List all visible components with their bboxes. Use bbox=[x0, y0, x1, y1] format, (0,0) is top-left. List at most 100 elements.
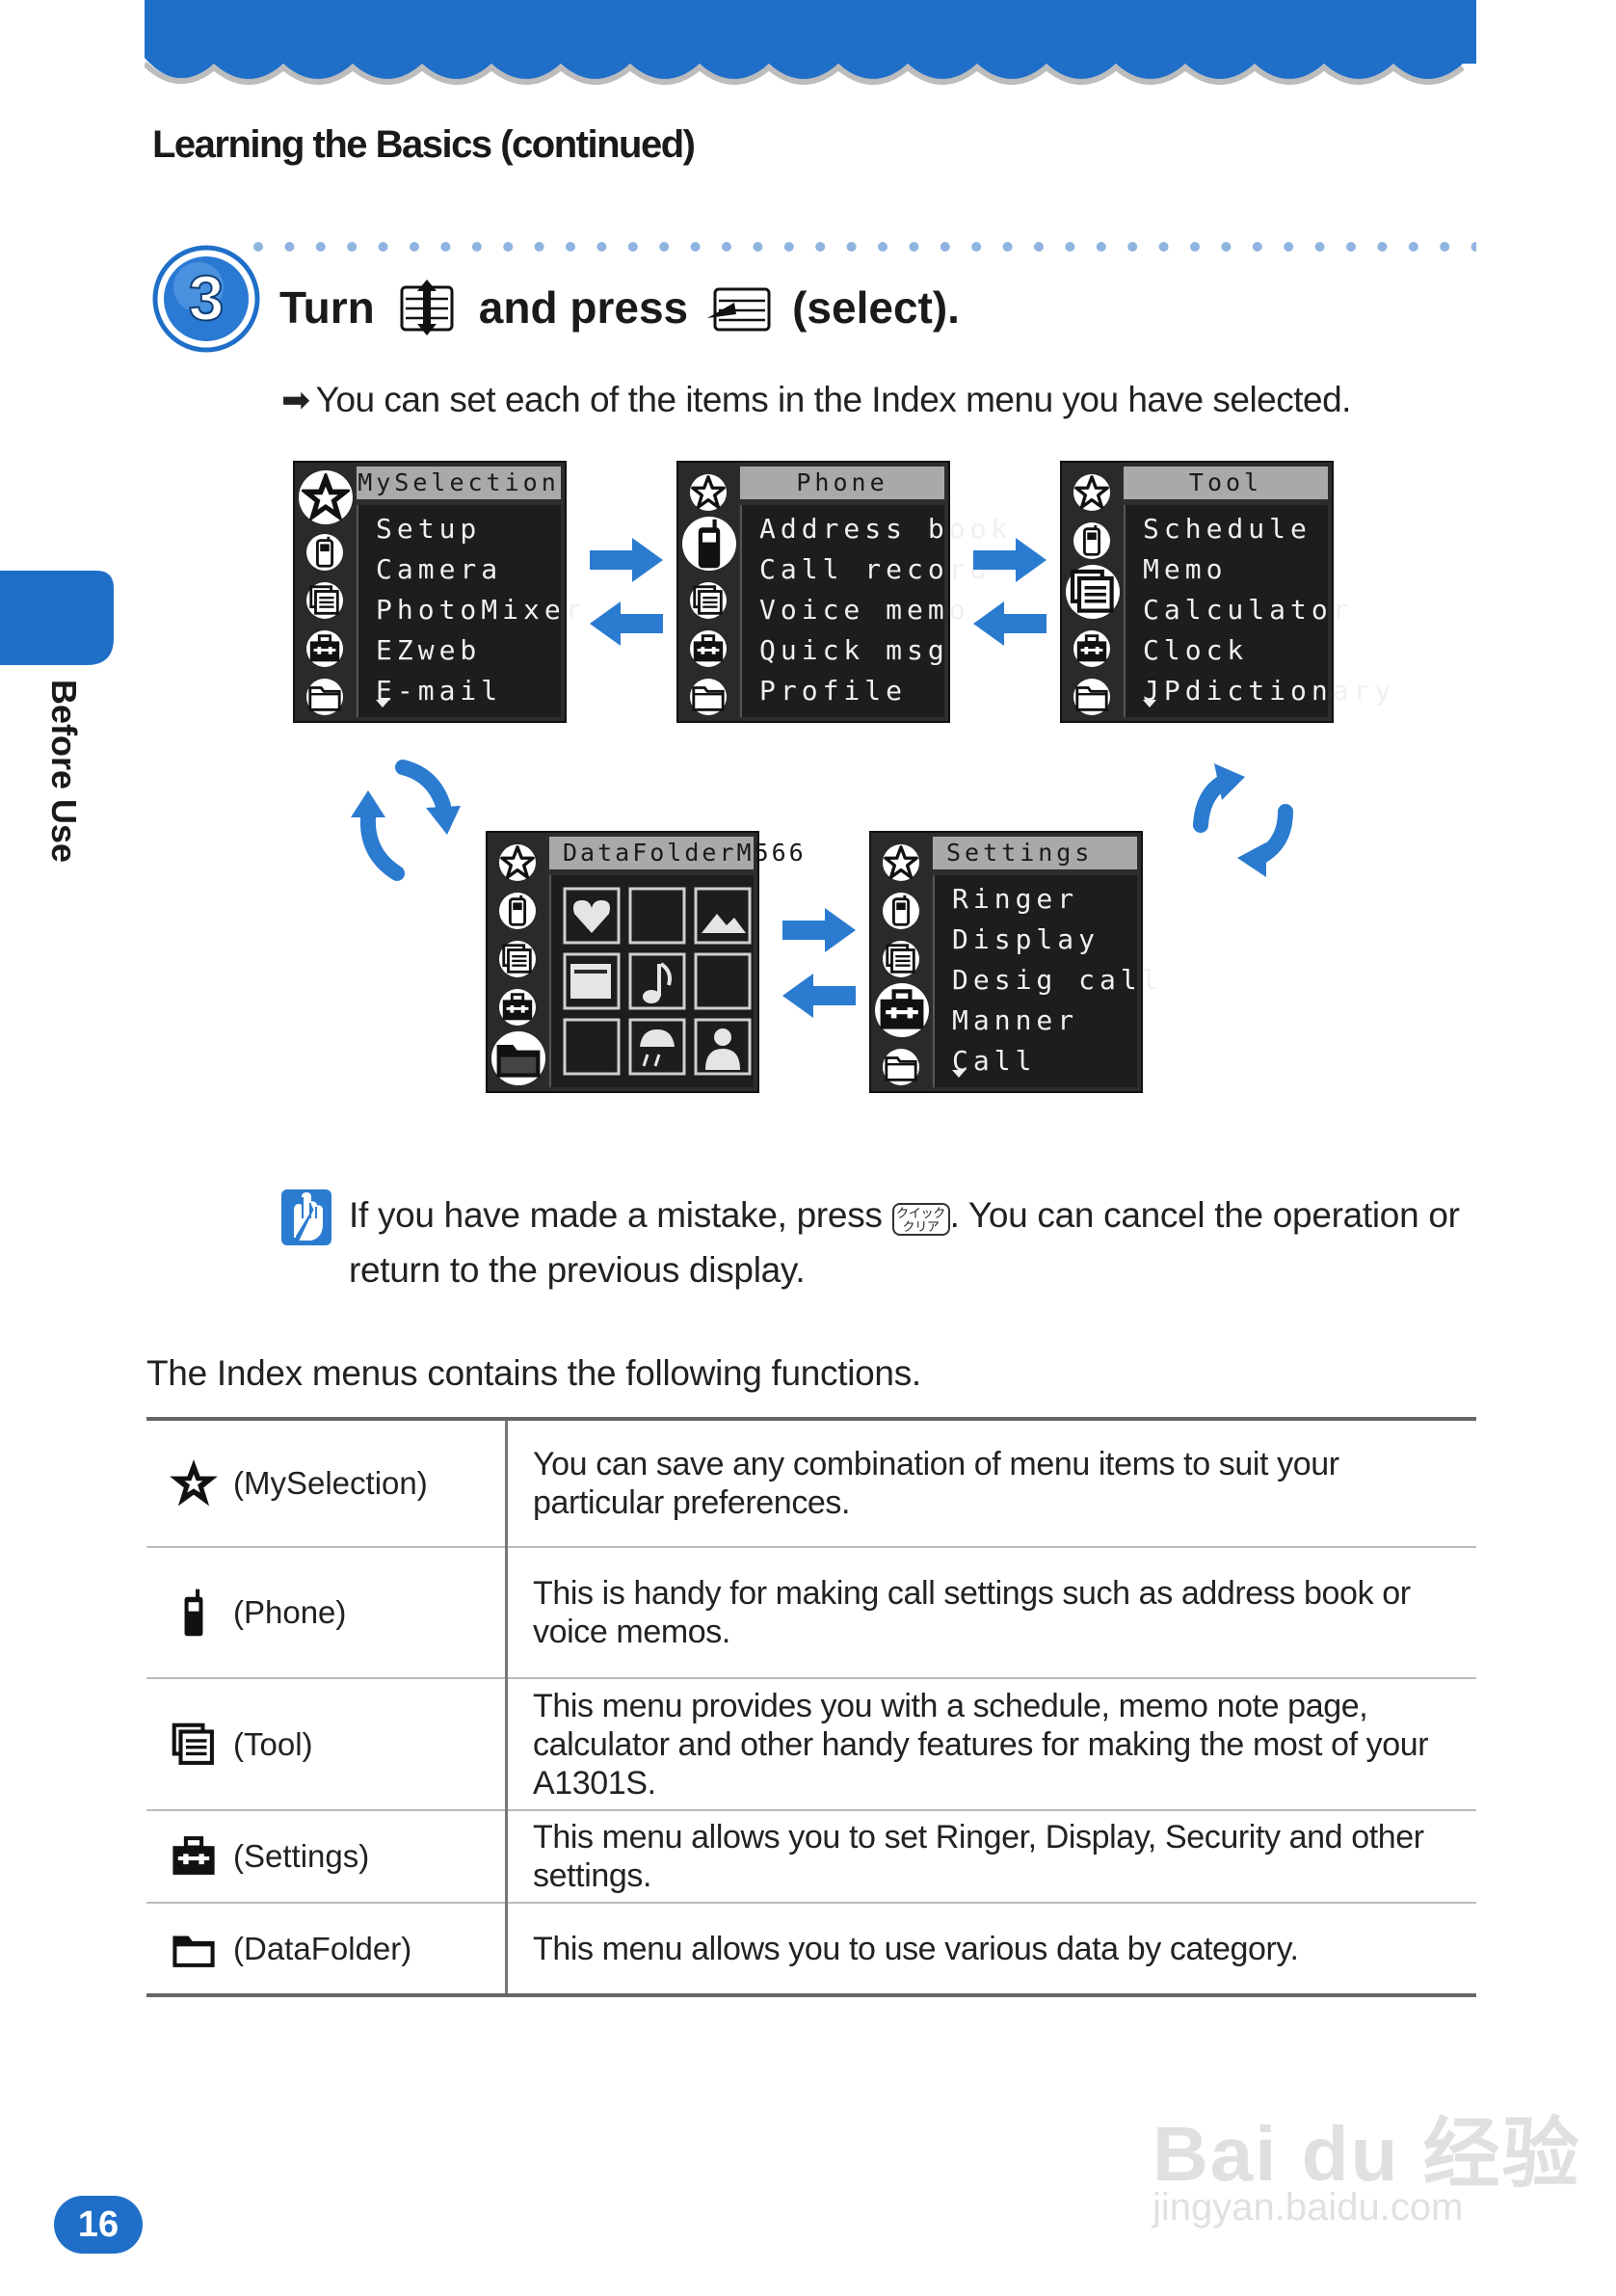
divider-dot bbox=[1221, 242, 1232, 252]
divider-dot bbox=[971, 242, 982, 252]
table-row: (Tool) This menu provides you with a sch… bbox=[146, 1678, 1476, 1811]
person-icon bbox=[705, 1028, 740, 1070]
divider-dot bbox=[566, 242, 575, 252]
menu-item[interactable]: Voice memo bbox=[759, 594, 970, 626]
tool-icon bbox=[168, 1719, 220, 1771]
divider-dot bbox=[284, 242, 295, 252]
hint-text: You can set each of the items in the Ind… bbox=[315, 380, 1352, 419]
menu-item[interactable]: EZweb bbox=[376, 634, 482, 666]
divider-dot bbox=[596, 242, 607, 252]
section-title: Learning the Basics (continued) bbox=[152, 123, 696, 166]
screen-settings: Settings Ringer Display Desig call Manne… bbox=[869, 831, 1158, 1093]
phone-icon bbox=[306, 534, 343, 571]
menu-item[interactable]: Desig call bbox=[952, 964, 1163, 996]
star-icon bbox=[883, 844, 919, 881]
table-cell-menu: (Phone) bbox=[146, 1547, 508, 1679]
divider-dot bbox=[440, 242, 451, 252]
menu-item[interactable]: Camera bbox=[376, 553, 503, 585]
table-cell-menu: (DataFolder) bbox=[146, 1903, 508, 1997]
curved-cycle-arrows-right-icon bbox=[1193, 763, 1293, 877]
divider-dot bbox=[253, 242, 263, 252]
divider-dot bbox=[1065, 242, 1075, 252]
divider-dot bbox=[471, 242, 482, 252]
tip-text-after: . You can cancel the operation or return… bbox=[349, 1195, 1460, 1290]
folder-icon bbox=[690, 679, 727, 715]
index-menu-table: (MySelection) You can save any combinati… bbox=[146, 1417, 1476, 1997]
divider-dot bbox=[1284, 242, 1294, 252]
screen-title: Settings bbox=[933, 837, 1137, 869]
screen-sidebar bbox=[488, 833, 547, 1091]
menu-item[interactable]: Ringer bbox=[952, 883, 1079, 915]
menu-item[interactable]: Manner bbox=[952, 1004, 1079, 1036]
table-cell-menu: (MySelection) bbox=[146, 1417, 508, 1548]
table-cell-description: You can save any combination of menu ite… bbox=[506, 1417, 1476, 1548]
menu-item[interactable]: JPdictionary bbox=[1143, 675, 1396, 707]
phone-icon bbox=[682, 517, 736, 571]
menu-item[interactable]: Memo bbox=[1143, 553, 1228, 585]
picture-icon bbox=[702, 914, 746, 933]
menu-item[interactable]: Quick msg bbox=[759, 634, 949, 666]
arrow-left-icon bbox=[588, 600, 665, 648]
table-row: (MySelection) You can save any combinati… bbox=[146, 1417, 1476, 1548]
menu-item[interactable]: Calculator bbox=[1143, 594, 1354, 626]
divider-dot bbox=[690, 242, 701, 252]
table-cell-description: This menu provides you with a schedule, … bbox=[506, 1678, 1476, 1811]
folder-icon bbox=[491, 1031, 545, 1085]
memo-hand-icon bbox=[281, 1189, 331, 1245]
divider-dot bbox=[1127, 242, 1138, 252]
melody-icon bbox=[570, 964, 611, 999]
star-icon bbox=[499, 844, 536, 881]
dotted-divider bbox=[253, 242, 1476, 252]
menu-name: (Settings) bbox=[233, 1838, 370, 1874]
screen-sidebar bbox=[295, 463, 355, 721]
divider-dot bbox=[378, 242, 388, 252]
divider-dot bbox=[315, 242, 326, 252]
heart-icon bbox=[573, 900, 610, 933]
toolbox-icon bbox=[1073, 630, 1110, 667]
tip-text: If you have made a mistake, press クイック ク… bbox=[349, 1188, 1467, 1297]
watermark-url: jingyan.baidu.com bbox=[1152, 2186, 1464, 2229]
screen-title: DataFolderM566 bbox=[549, 837, 804, 869]
step-turn-label: Turn bbox=[279, 282, 375, 333]
divider-dot bbox=[1002, 242, 1013, 252]
divider-dot bbox=[846, 242, 857, 252]
clear-key-icon: クイック クリア bbox=[891, 1203, 950, 1236]
step-number-badge: 3 bbox=[152, 245, 260, 353]
menu-item[interactable]: E-mail bbox=[376, 675, 503, 707]
menu-item[interactable]: Setup bbox=[376, 513, 482, 545]
divider-dot bbox=[783, 242, 794, 252]
divider-dot bbox=[1440, 242, 1450, 252]
menu-item[interactable]: Display bbox=[952, 923, 1100, 955]
screen-myselection: MySelection Setup Camera PhotoMixer EZwe… bbox=[293, 461, 582, 723]
table-row: (DataFolder) This menu allows you to use… bbox=[146, 1903, 1476, 1997]
divider-dot bbox=[1346, 242, 1356, 252]
screen-menu-list: Setup Camera PhotoMixer EZweb E-mail bbox=[357, 505, 582, 717]
screen-phone: Phone Address book Call record Voice mem… bbox=[676, 461, 1007, 723]
menu-name: (Phone) bbox=[233, 1594, 347, 1630]
menu-item[interactable]: Address book bbox=[759, 513, 1013, 545]
menu-name: (Tool) bbox=[233, 1725, 313, 1762]
divider-dot bbox=[1034, 242, 1044, 252]
side-tab-marker bbox=[0, 571, 114, 665]
hint-arrow-icon: ➡ bbox=[281, 380, 310, 419]
screen-sidebar bbox=[678, 463, 738, 721]
screen-sidebar bbox=[1062, 463, 1122, 721]
table-row: (Settings) This menu allows you to set R… bbox=[146, 1810, 1476, 1904]
arrow-left-icon bbox=[971, 600, 1048, 648]
divider-dot bbox=[534, 242, 544, 252]
screen-folder-grid bbox=[549, 875, 754, 1087]
menu-item[interactable]: Profile bbox=[759, 675, 908, 707]
table-cell-description: This menu allows you to use various data… bbox=[506, 1903, 1476, 1997]
divider-dot bbox=[1377, 242, 1388, 252]
tool-icon bbox=[499, 941, 536, 977]
weather-icon bbox=[640, 1029, 675, 1067]
screen-menu-list: Ringer Display Desig call Manner Call bbox=[933, 875, 1158, 1087]
menu-item[interactable]: PhotoMixer bbox=[376, 594, 587, 626]
menu-item[interactable]: Clock bbox=[1143, 634, 1249, 666]
divider-dot bbox=[722, 242, 731, 252]
phone-icon bbox=[1073, 522, 1110, 559]
menu-item[interactable]: Call record bbox=[759, 553, 992, 585]
header-band bbox=[145, 0, 1476, 85]
menu-item[interactable]: Schedule bbox=[1143, 513, 1311, 545]
divider-dot bbox=[1470, 242, 1476, 252]
